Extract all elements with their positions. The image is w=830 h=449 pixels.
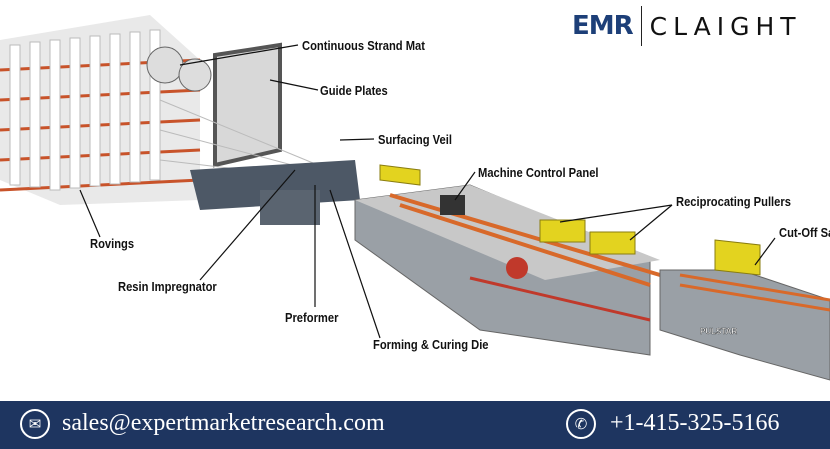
label-preformer: Preformer [285, 310, 339, 325]
leader-lines [79, 44, 776, 339]
logo: EMR CLAIGHT [572, 4, 802, 48]
strand-mat-roll [146, 46, 184, 84]
envelope-icon: ✉ [20, 409, 50, 439]
roving-bobbins [9, 29, 161, 191]
label-surfacing-veil: Surfacing Veil [378, 132, 452, 147]
label-reciprocating-pullers: Reciprocating Pullers [676, 194, 791, 209]
label-resin-impregnator: Resin Impregnator [118, 279, 217, 294]
contact-footer: ✉ sales@expertmarketresearch.com ✆ +1-41… [0, 401, 830, 449]
phone-link[interactable]: +1-415-325-5166 [610, 410, 780, 436]
strand-mat-roll [178, 58, 212, 92]
phone-icon: ✆ [566, 409, 596, 439]
label-cut-off-saw: Cut-Off Saw [779, 225, 830, 240]
cut-off-saw [714, 239, 761, 276]
logo-divider [640, 6, 642, 46]
emr-logo: EMR [572, 11, 634, 41]
claight-logo: CLAIGHT [649, 11, 802, 41]
guide-plates [213, 42, 282, 168]
label-guide-plates: Guide Plates [320, 83, 388, 98]
roving-racks [0, 15, 212, 205]
label-machine-control-panel: Machine Control Panel [478, 165, 599, 180]
profile-rails [389, 193, 661, 287]
cut-profiles [679, 273, 830, 312]
email-link[interactable]: sales@expertmarketresearch.com [62, 410, 385, 436]
machine-control-panel [440, 195, 465, 215]
label-rovings: Rovings [90, 236, 135, 251]
resin-impregnator-unit [260, 190, 320, 225]
pullers [379, 164, 636, 255]
pultrusion-diagram: PULSTAR Continuous Strand Mat Guide Plat… [0, 4, 830, 381]
machine-illustration: PULSTAR [0, 15, 830, 381]
label-continuous-strand-mat: Continuous Strand Mat [302, 38, 425, 53]
machine-stripe [469, 276, 651, 322]
machine-emblem [506, 257, 528, 279]
label-forming-curing-die: Forming & Curing Die [373, 337, 489, 352]
machine-brand: PULSTAR [700, 327, 737, 336]
